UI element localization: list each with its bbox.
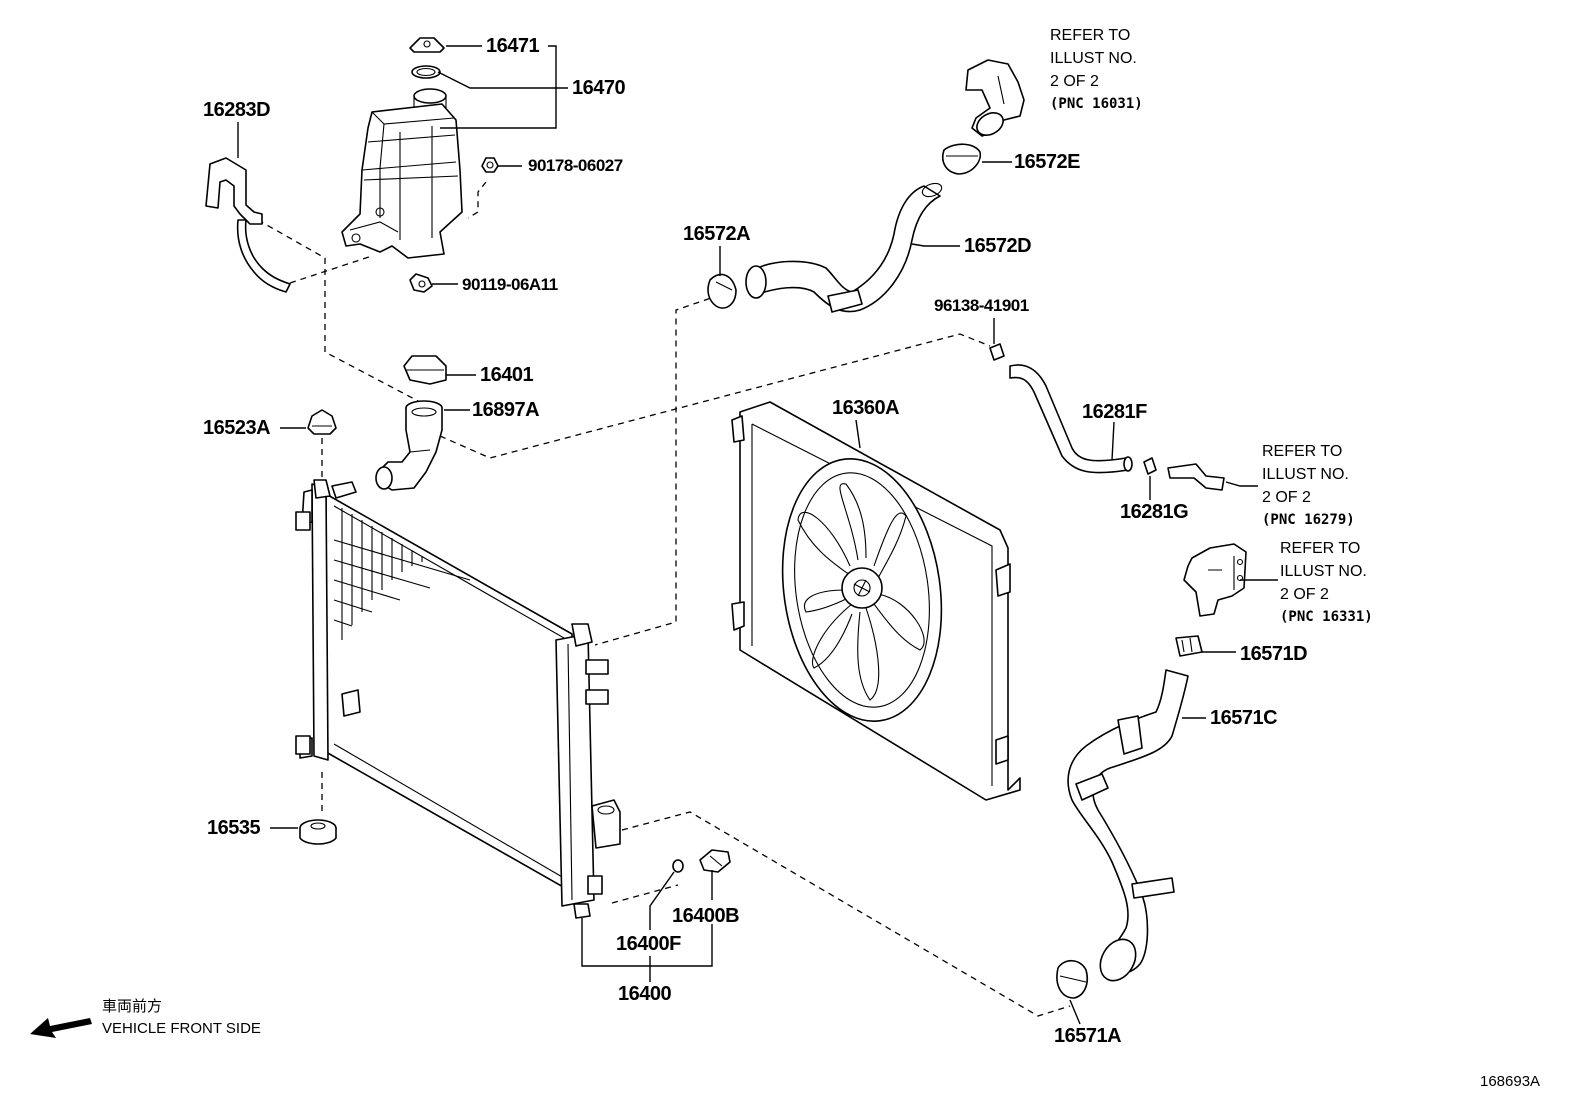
reservoir-tank <box>341 37 499 293</box>
note-line: ILLUST NO. <box>1050 50 1137 67</box>
upper-hose <box>707 59 1025 313</box>
label-16571c: 16571C <box>1210 707 1278 729</box>
lower-hose <box>1056 543 1247 999</box>
label-16281g: 16281G <box>1120 501 1189 523</box>
caption-japanese: 車両前方 <box>102 998 163 1015</box>
note-line: REFER TO <box>1280 540 1361 557</box>
label-96138-41901: 96138-41901 <box>934 296 1029 315</box>
label-16471: 16471 <box>486 35 540 57</box>
hose-16283d <box>205 157 291 293</box>
label-16572a: 16572A <box>683 223 751 245</box>
reference-note-16031: REFER TO ILLUST NO. 2 OF 2 (PNC 16031) <box>1050 24 1143 116</box>
illustration-number: 168693A <box>1480 1073 1541 1090</box>
label-16571a: 16571A <box>1054 1025 1122 1047</box>
label-16470: 16470 <box>572 77 626 99</box>
label-16283d: 16283D <box>203 99 271 121</box>
radiator-cap-16401 <box>403 355 447 385</box>
drain-plug-parts <box>672 849 731 873</box>
label-16360a: 16360A <box>832 397 900 419</box>
label-90119-06a11: 90119-06A11 <box>462 275 558 294</box>
bypass-hose <box>989 343 1225 491</box>
label-16400: 16400 <box>618 983 672 1005</box>
upper-mount-16523a <box>307 409 337 435</box>
note-line: ILLUST NO. <box>1262 466 1349 483</box>
filler-neck-16897a <box>375 400 443 491</box>
lower-mount-16535 <box>299 819 337 845</box>
label-16571d: 16571D <box>1240 643 1308 665</box>
note-line: ILLUST NO. <box>1280 563 1367 580</box>
label-16572d: 16572D <box>964 235 1032 257</box>
label-16401: 16401 <box>480 364 534 386</box>
note-line: REFER TO <box>1262 443 1343 460</box>
fan-shroud <box>731 401 1021 801</box>
leader-lines <box>237 45 1278 1025</box>
note-pnc: (PNC 16279) <box>1262 512 1355 528</box>
label-16572e: 16572E <box>1014 151 1080 173</box>
caption-english: VEHICLE FRONT SIDE <box>102 1020 261 1037</box>
note-line: REFER TO <box>1050 27 1131 44</box>
label-16523a: 16523A <box>203 417 271 439</box>
radiator <box>295 479 621 919</box>
note-pnc: (PNC 16031) <box>1050 96 1143 112</box>
front-direction-arrow-icon <box>30 1018 92 1038</box>
note-line: 2 OF 2 <box>1280 586 1329 603</box>
label-16400b: 16400B <box>672 905 740 927</box>
label-16897a: 16897A <box>472 399 540 421</box>
label-16281f: 16281F <box>1082 401 1147 423</box>
label-90178-06027: 90178-06027 <box>528 156 623 175</box>
note-line: 2 OF 2 <box>1050 73 1099 90</box>
label-16535: 16535 <box>207 817 261 839</box>
label-16400f: 16400F <box>616 933 681 955</box>
note-pnc: (PNC 16331) <box>1280 609 1373 625</box>
note-line: 2 OF 2 <box>1262 489 1311 506</box>
reference-note-16279: REFER TO ILLUST NO. 2 OF 2 (PNC 16279) <box>1262 440 1355 532</box>
reference-note-16331: REFER TO ILLUST NO. 2 OF 2 (PNC 16331) <box>1280 537 1373 629</box>
vehicle-front-caption: 車両前方 VEHICLE FRONT SIDE <box>102 996 261 1040</box>
